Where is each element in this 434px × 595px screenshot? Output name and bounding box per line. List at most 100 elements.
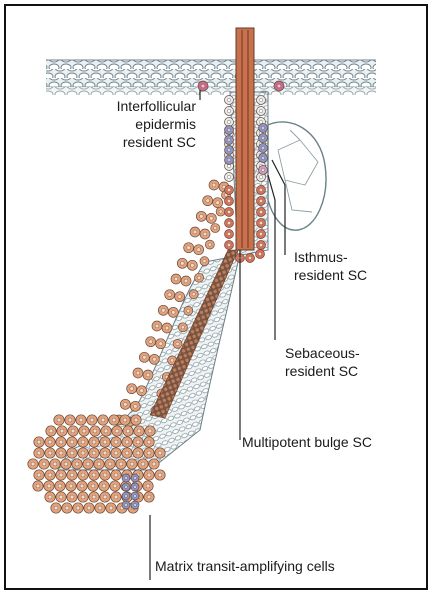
bulb-cell-nucleus bbox=[103, 495, 107, 499]
bulb-cell-nucleus bbox=[114, 440, 118, 444]
bulb-cell-nucleus bbox=[115, 429, 119, 433]
bulb-cell-nucleus bbox=[69, 484, 73, 488]
orange-cell-nucleus bbox=[216, 201, 220, 205]
bulb-cell-nucleus bbox=[48, 495, 52, 499]
bulb-cell-nucleus bbox=[137, 429, 141, 433]
bulb-cell-nucleus bbox=[37, 440, 41, 444]
orange-cell-nucleus bbox=[209, 216, 213, 220]
isthmus-cell-nucleus bbox=[227, 120, 230, 123]
bulge-red-cell-nucleus bbox=[248, 256, 251, 259]
orange-cell-nucleus bbox=[152, 357, 156, 361]
orange-cell-nucleus bbox=[149, 340, 153, 344]
orange-cell-nucleus bbox=[181, 326, 184, 329]
orange-cell-nucleus bbox=[197, 276, 200, 279]
dermal-papilla-cell-nucleus bbox=[133, 476, 136, 479]
bulb-cell-nucleus bbox=[81, 451, 85, 455]
bulb-cell-nucleus bbox=[81, 473, 85, 477]
dermal-papilla-cell-nucleus bbox=[124, 485, 127, 488]
interfollicular-label: Interfollicular epidermis resident SC bbox=[66, 97, 196, 151]
orange-cell-nucleus bbox=[178, 295, 182, 299]
interfollicular-stem-cell-nucleus bbox=[277, 84, 281, 88]
orange-cell-nucleus bbox=[136, 371, 140, 375]
bulb-cell-nucleus bbox=[114, 473, 118, 477]
bulb-cell-nucleus bbox=[48, 451, 52, 455]
bulge-red-cell-nucleus bbox=[258, 252, 261, 255]
bulge-red-cell-nucleus bbox=[227, 188, 230, 191]
bulb-cell-nucleus bbox=[59, 473, 63, 477]
bulb-cell-nucleus bbox=[82, 429, 86, 433]
bulb-cell-nucleus bbox=[147, 451, 151, 455]
blue-stem-cell-nucleus bbox=[227, 148, 230, 151]
bulb-cell-nucleus bbox=[49, 429, 53, 433]
bulge-red-cell-nucleus bbox=[227, 232, 230, 235]
matrix-label: Matrix transit-amplifying cells bbox=[155, 557, 335, 575]
bulb-cell-nucleus bbox=[97, 462, 101, 466]
orange-cell-nucleus bbox=[140, 389, 144, 393]
bulb-cell-nucleus bbox=[147, 473, 151, 477]
bulb-cell-nucleus bbox=[158, 451, 162, 455]
isthmus-cell-nucleus bbox=[259, 98, 262, 101]
blue-stem-cell-nucleus bbox=[261, 126, 264, 129]
bulb-cell-nucleus bbox=[70, 495, 74, 499]
hair-shaft bbox=[236, 28, 254, 250]
bulb-cell-nucleus bbox=[114, 451, 118, 455]
blue-stem-cell-nucleus bbox=[227, 128, 230, 131]
bulb-cell-nucleus bbox=[48, 473, 52, 477]
bulge-red-cell-nucleus bbox=[259, 243, 262, 246]
bulb-cell-nucleus bbox=[126, 429, 130, 433]
bulge-red-cell-nucleus bbox=[259, 232, 262, 235]
bulb-cell-nucleus bbox=[103, 440, 107, 444]
bulb-cell-nucleus bbox=[71, 429, 75, 433]
bulge-red-cell-nucleus bbox=[227, 243, 230, 246]
bulb-cell-nucleus bbox=[130, 462, 134, 466]
bulb-cell-nucleus bbox=[90, 418, 94, 422]
bulb-cell-nucleus bbox=[147, 495, 151, 499]
sebaceous-gland bbox=[268, 122, 326, 230]
orange-cell-nucleus bbox=[190, 263, 194, 267]
isthmus-cell-nucleus bbox=[227, 109, 230, 112]
dermal-papilla-cell-nucleus bbox=[133, 485, 136, 488]
orange-cell-nucleus bbox=[184, 279, 188, 283]
orange-cell-nucleus bbox=[180, 261, 184, 265]
orange-cell-nucleus bbox=[130, 387, 134, 391]
bulb-cell-nucleus bbox=[108, 462, 112, 466]
orange-cell-nucleus bbox=[155, 324, 159, 328]
bulge-red-cell-nucleus bbox=[227, 199, 230, 202]
bulb-cell-nucleus bbox=[92, 440, 96, 444]
blue-stem-cell-nucleus bbox=[261, 146, 264, 149]
interfollicular-line-3: resident SC bbox=[66, 133, 196, 151]
bulb-cell-nucleus bbox=[125, 451, 129, 455]
orange-cell-nucleus bbox=[168, 293, 172, 297]
isthmus-cell-nucleus bbox=[259, 109, 262, 112]
bulb-cell-nucleus bbox=[70, 473, 74, 477]
orange-cell-nucleus bbox=[203, 259, 206, 262]
orange-cell-nucleus bbox=[193, 230, 197, 234]
orange-cell-nucleus bbox=[214, 226, 217, 229]
bulb-cell-nucleus bbox=[148, 429, 152, 433]
isthmus-line-2: resident SC bbox=[294, 266, 367, 284]
bulge-red-cell-nucleus bbox=[227, 210, 230, 213]
bulb-cell-nucleus bbox=[54, 506, 58, 510]
bulb-cell-nucleus bbox=[86, 462, 90, 466]
orange-cell-nucleus bbox=[171, 310, 175, 314]
bulb-cell-nucleus bbox=[36, 484, 40, 488]
isthmus-cell-nucleus bbox=[259, 175, 262, 178]
bulb-cell-nucleus bbox=[80, 484, 84, 488]
bulb-cell-nucleus bbox=[37, 473, 41, 477]
blue-stem-cell-nucleus bbox=[261, 156, 264, 159]
isthmus-cell-nucleus bbox=[227, 98, 230, 101]
bulb-cell-nucleus bbox=[70, 451, 74, 455]
isthmus-line-1: Isthmus- bbox=[294, 248, 367, 266]
bulb-cell-nucleus bbox=[70, 440, 74, 444]
orange-cell-nucleus bbox=[170, 359, 173, 362]
orange-cell-nucleus bbox=[174, 277, 178, 281]
sebaceous-line-2: resident SC bbox=[285, 362, 360, 380]
bulb-cell-nucleus bbox=[91, 484, 95, 488]
bulb-cell-nucleus bbox=[58, 484, 62, 488]
bulb-cell-nucleus bbox=[112, 418, 116, 422]
interfollicular-line-1: Interfollicular bbox=[66, 97, 196, 115]
bulb-cell-nucleus bbox=[48, 440, 52, 444]
bulb-cell-nucleus bbox=[102, 484, 106, 488]
orange-cell-nucleus bbox=[187, 309, 190, 312]
